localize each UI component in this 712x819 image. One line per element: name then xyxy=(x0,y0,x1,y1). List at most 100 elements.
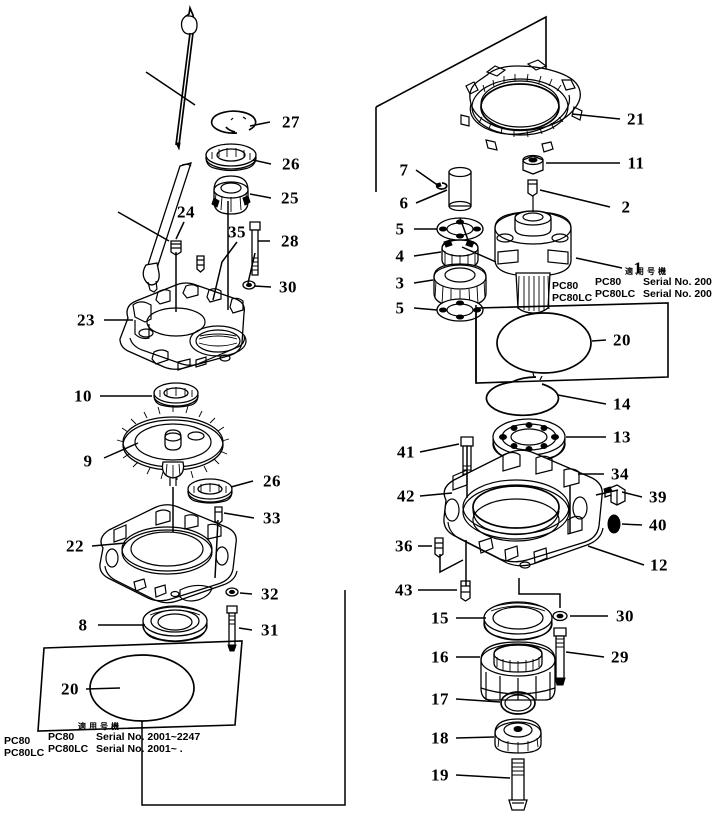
serial-note-right-model-b: PC80LC xyxy=(552,291,593,304)
callout-number-4: 4 xyxy=(395,246,405,266)
detail-box-left xyxy=(37,590,346,806)
serial-note-right-text-1: Serial No. 2001~ . xyxy=(643,287,712,300)
part-23-upper-housing xyxy=(119,282,247,371)
serial-note-left-model-a: PC80 xyxy=(4,735,31,747)
callout-number-18: 18 xyxy=(431,728,449,748)
part-31-bolt xyxy=(226,605,238,652)
callout-number-25: 25 xyxy=(281,188,299,208)
callout-number-17: 17 xyxy=(431,689,449,709)
part-26-bearing-upper xyxy=(205,143,257,172)
serial-note-right-heading: 適用号機 xyxy=(625,267,669,276)
callout-number-15: 15 xyxy=(431,608,449,628)
detail-box-right xyxy=(475,302,669,384)
part-19-long-bolt xyxy=(508,758,528,811)
serial-note-left-row-1: PC80LC Serial No. 2001~ . xyxy=(48,742,200,756)
callout-number-13: 13 xyxy=(613,427,631,447)
callout-number-27: 27 xyxy=(282,112,300,132)
callout-number-24: 24 xyxy=(177,202,195,222)
callout-number-29: 29 xyxy=(611,647,629,667)
part-18-cover-cap xyxy=(494,718,542,754)
callout-number-34: 34 xyxy=(611,464,629,484)
callout-number-36: 36 xyxy=(395,536,413,556)
part-30-washer-left xyxy=(242,280,256,290)
callout-number-8: 8 xyxy=(78,615,88,635)
serial-note-right-text-0: Serial No. 2001~2247 xyxy=(643,275,712,288)
part-14-snap-ring xyxy=(485,372,560,417)
callout-number-12: 12 xyxy=(650,555,668,575)
callout-number-40: 40 xyxy=(649,515,667,535)
callout-number-14: 14 xyxy=(613,394,631,414)
callout-number-20: 20 xyxy=(613,330,631,350)
serial-note-right-row-0: PC80 Serial No. 2001~2247 xyxy=(595,275,712,289)
part-22-lower-housing xyxy=(99,504,238,604)
callout-number-7: 7 xyxy=(399,160,409,180)
part-16-hub xyxy=(480,641,556,701)
part-28-bolt xyxy=(249,221,261,276)
part-6-spacer xyxy=(448,166,472,212)
part-11-nut xyxy=(522,154,544,175)
serial-note-left-model-b: PC80LC xyxy=(4,746,45,759)
serial-note-right: 適用号機 PC80 Serial No. 2001~2247 PC80LC Seri… xyxy=(595,267,712,301)
serial-note-left: 適用号機 PC80 Serial No. 2001~2247 PC80LC Seri… xyxy=(48,722,201,756)
serial-note-left-model-1: PC80LC xyxy=(48,742,89,755)
part-38-dipstick xyxy=(175,4,198,151)
part-37-tube xyxy=(142,162,192,293)
serial-note-right-row-1: PC80LC Serial No. 2001~ . xyxy=(595,287,712,301)
serial-note-left-text-0: Serial No. 2001~2247 xyxy=(96,730,201,743)
serial-note-right-models: PC80 PC80LC xyxy=(552,280,593,305)
callout-number-28: 28 xyxy=(281,231,299,251)
part-36-pin xyxy=(434,537,444,558)
callout-number-33: 33 xyxy=(263,508,281,528)
callout-number-16: 16 xyxy=(431,647,449,667)
callout-number-1: 1 xyxy=(633,258,643,278)
part-17-o-ring xyxy=(500,691,536,715)
part-7-small-ring xyxy=(435,182,448,190)
callout-number-3: 3 xyxy=(395,273,405,293)
part-35-pin xyxy=(196,255,205,273)
part-40-plug xyxy=(607,514,621,534)
part-9-gear xyxy=(116,405,230,486)
callout-number-11: 11 xyxy=(627,153,645,173)
part-27-snap-ring xyxy=(210,110,257,134)
part-32-washer xyxy=(225,587,239,597)
serial-note-right-model-0: PC80 xyxy=(595,275,622,288)
serial-note-left-row-0: PC80 Serial No. 2001~2247 xyxy=(48,730,201,744)
serial-note-right-model-a: PC80 xyxy=(552,280,579,292)
part-33-dowel-pin xyxy=(214,506,223,525)
part-8-bearing xyxy=(142,605,208,643)
part-2-key xyxy=(527,179,538,197)
callout-number-19: 19 xyxy=(431,765,449,785)
part-1-carrier-assembly xyxy=(494,196,572,314)
serial-note-left-model-0: PC80 xyxy=(48,730,75,743)
part-30-washer-right xyxy=(552,610,568,622)
callout-number-42: 42 xyxy=(397,486,415,506)
callout-number-2: 2 xyxy=(621,197,631,217)
part-21-swing-circle xyxy=(460,59,583,153)
part-24-plug xyxy=(170,240,182,256)
callout-number-43: 43 xyxy=(395,580,413,600)
serial-note-left-text-1: Serial No. 2001~ . xyxy=(96,742,183,755)
part-43-pin xyxy=(460,580,471,602)
serial-note-right-model-1: PC80LC xyxy=(595,287,636,300)
part-4-needle-bearing xyxy=(441,239,479,269)
callout-number-26: 26 xyxy=(263,471,281,491)
callout-number-22: 22 xyxy=(66,536,84,556)
part-25-coupling xyxy=(211,175,251,215)
callout-number-20: 20 xyxy=(61,679,79,699)
callout-number-21: 21 xyxy=(627,109,645,129)
serial-note-left-heading: 適用号機 xyxy=(78,722,122,731)
callout-number-5: 5 xyxy=(395,298,405,318)
callout-number-10: 10 xyxy=(74,386,92,406)
callout-number-30: 30 xyxy=(616,606,634,626)
part-10-bearing xyxy=(153,382,199,408)
part-5-washer-upper xyxy=(436,217,484,241)
callout-number-30: 30 xyxy=(279,277,297,297)
part-12-main-housing xyxy=(443,449,604,569)
callout-number-39: 39 xyxy=(649,487,667,507)
callout-number-35: 35 xyxy=(228,222,246,242)
part-29-bolt xyxy=(553,627,567,686)
callout-number-26: 26 xyxy=(282,154,300,174)
callout-number-23: 23 xyxy=(77,310,95,330)
